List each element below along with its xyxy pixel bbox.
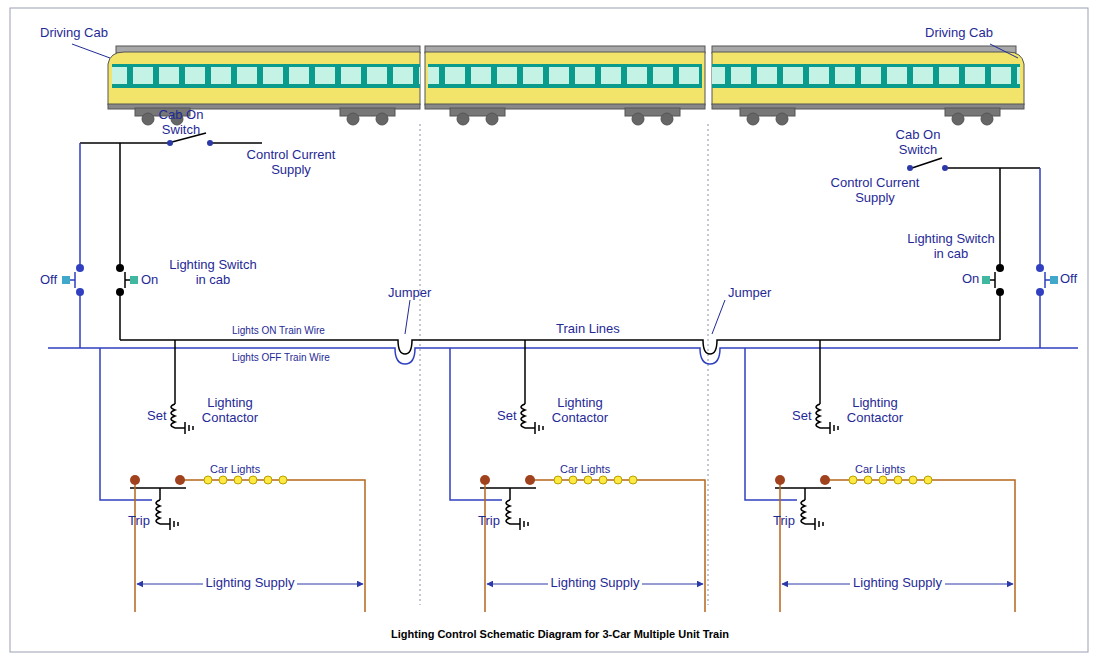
schematic-label: Set xyxy=(497,409,517,424)
schematic-label: Lighting Contactor xyxy=(540,396,620,426)
schematic-label: On xyxy=(962,272,979,287)
schematic-label: Car Lights xyxy=(210,463,260,476)
schematic-label: Lighting Supply xyxy=(203,576,298,591)
schematic-label: Off xyxy=(1060,272,1077,287)
schematic-label: Set xyxy=(147,409,167,424)
schematic-label: Trip xyxy=(773,514,795,529)
schematic-label: Driving Cab xyxy=(40,26,108,41)
left-cab-circuit xyxy=(62,133,262,348)
schematic-label: Driving Cab xyxy=(925,26,993,41)
frame xyxy=(10,8,1088,652)
schematic-label: Lighting Contactor xyxy=(835,396,915,426)
right-cab-circuit xyxy=(907,158,1058,348)
diagram-caption: Lighting Control Schematic Diagram for 3… xyxy=(391,628,729,640)
schematic-label: Car Lights xyxy=(855,463,905,476)
schematic-label: Lighting Contactor xyxy=(190,396,270,426)
schematic-label: Car Lights xyxy=(560,463,610,476)
schematic-label: Lights OFF Train Wire xyxy=(232,352,330,364)
train-illustration xyxy=(108,46,1024,125)
schematic-label: Off xyxy=(40,273,57,288)
schematic-label: Trip xyxy=(478,514,500,529)
car-circuits xyxy=(100,340,1015,612)
schematic-label: Train Lines xyxy=(556,322,620,337)
schematic-label: Jumper xyxy=(388,286,431,301)
schematic-label: Lighting Switch in cab xyxy=(166,258,260,288)
schematic-label: Lights ON Train Wire xyxy=(232,325,325,337)
leader-lines xyxy=(72,44,1018,334)
schematic-label: Lighting Switch in cab xyxy=(904,232,998,262)
schematic-label: Jumper xyxy=(728,286,771,301)
schematic-label: Lighting Supply xyxy=(850,576,945,591)
schematic-label: Cab On Switch xyxy=(885,128,951,158)
car-circuit xyxy=(745,340,1015,612)
schematic-label: Lighting Supply xyxy=(548,576,643,591)
schematic-label: Cab On Switch xyxy=(148,108,214,138)
schematic-label: Control Current Supply xyxy=(236,148,346,178)
train-wires xyxy=(48,340,1078,364)
car-circuit xyxy=(100,340,365,612)
schematic-label: On xyxy=(141,273,158,288)
schematic-label: Trip xyxy=(128,514,150,529)
car-separators xyxy=(420,124,708,605)
car-circuit xyxy=(450,340,705,612)
schematic-label: Set xyxy=(792,409,812,424)
schematic-label: Control Current Supply xyxy=(820,176,930,206)
